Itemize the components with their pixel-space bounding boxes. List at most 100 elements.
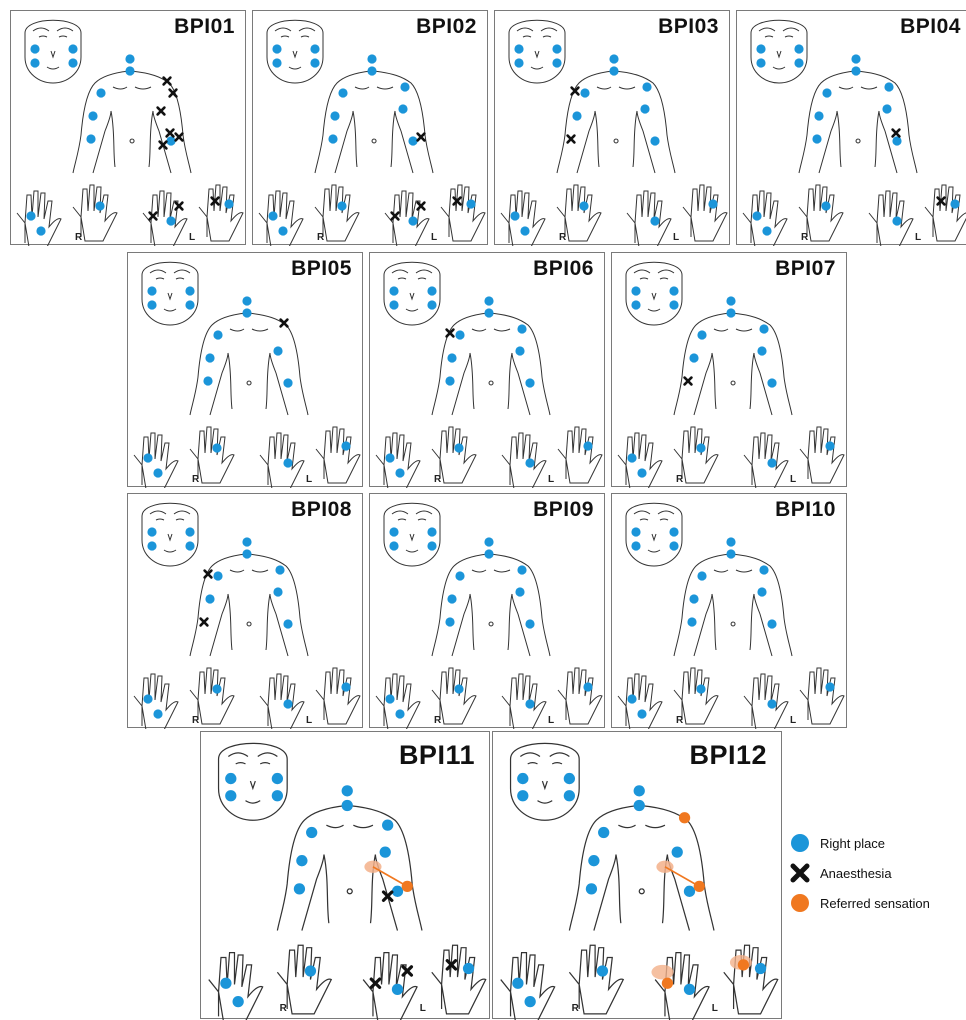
right-place-marker — [525, 619, 535, 629]
right-place-marker — [391, 885, 404, 897]
right-place-marker — [385, 694, 395, 704]
torso-outline — [276, 804, 423, 931]
right-place-marker — [398, 104, 408, 114]
right-side-label: R — [676, 474, 684, 485]
panel-title: BPI08 — [291, 498, 352, 521]
right-place-marker — [328, 134, 338, 144]
body-map — [133, 261, 361, 488]
right-side-label: R — [192, 715, 200, 726]
anaesthesia-marker — [401, 965, 414, 977]
panel-title: BPI03 — [658, 15, 719, 38]
face-mouth — [537, 780, 553, 804]
left-side-label: L — [711, 1002, 718, 1014]
face-outline — [509, 742, 580, 821]
chest-detail — [229, 569, 269, 627]
right-place-marker — [825, 682, 835, 692]
right-side-label: R — [801, 232, 809, 243]
right-place-marker — [563, 772, 576, 785]
right-place-marker — [767, 458, 777, 468]
right-place-marker — [447, 594, 457, 604]
right-place-marker — [524, 995, 536, 1008]
right-place-marker — [242, 537, 252, 547]
right-hand-outline — [72, 184, 118, 242]
right-side-label: R — [676, 715, 684, 726]
right-place-marker — [650, 216, 660, 226]
right-place-marker — [367, 54, 377, 64]
right-place-marker — [484, 549, 494, 559]
chest-detail — [229, 328, 269, 386]
right-place-marker — [726, 296, 736, 306]
right-place-marker — [341, 785, 353, 797]
right-place-marker — [757, 587, 767, 597]
face-brows — [516, 27, 558, 38]
right-place-marker — [598, 826, 610, 839]
right-place-marker — [296, 855, 308, 867]
face-outline — [508, 19, 566, 84]
left-hand-outline — [501, 432, 547, 488]
right-place-marker — [427, 300, 437, 310]
right-place-marker — [514, 44, 524, 54]
body-map — [500, 19, 728, 246]
right-place-marker — [759, 324, 769, 334]
right-place-marker — [26, 211, 36, 221]
face-outline — [383, 261, 441, 326]
right-hand-outline — [431, 667, 477, 725]
legend-item-anaesthesia: Anaesthesia — [788, 858, 930, 888]
right-place-marker — [754, 962, 767, 975]
face-outline — [625, 502, 683, 567]
panel-title: BPI02 — [416, 15, 477, 38]
left-hand-outline — [557, 426, 603, 484]
right-place-marker — [272, 44, 282, 54]
right-place-marker — [627, 694, 637, 704]
torso-outline — [431, 553, 551, 657]
anaesthesia-marker — [416, 201, 426, 211]
right-place-marker — [395, 709, 405, 719]
torso-outline — [568, 804, 715, 931]
anaesthesia-marker — [683, 376, 693, 386]
right-place-marker — [572, 111, 582, 121]
right-place-marker — [395, 468, 405, 478]
body-outline — [500, 19, 728, 246]
face-brows — [149, 269, 191, 280]
right-place-marker — [447, 353, 457, 363]
body-outline — [375, 261, 603, 488]
left-hand-outline — [501, 673, 547, 729]
left-side-label: L — [431, 232, 438, 243]
body-map — [742, 19, 966, 246]
right-place-marker — [552, 58, 562, 68]
face-outline — [266, 19, 324, 84]
left-side-label: L — [915, 232, 922, 243]
right-place-marker — [242, 308, 252, 318]
right-hand-outline — [431, 426, 477, 484]
right-hand-outline — [673, 426, 719, 484]
chest-detail — [326, 824, 374, 895]
right-place-marker — [213, 571, 223, 581]
torso-outline — [431, 312, 551, 416]
legend: Right place Anaesthesia Referred sensati… — [788, 828, 930, 918]
right-place-marker — [517, 324, 527, 334]
right-place-marker — [767, 619, 777, 629]
right-side-label: R — [192, 474, 200, 485]
right-place-marker — [696, 443, 706, 453]
panel-title: BPI12 — [689, 740, 767, 770]
face-outline — [141, 502, 199, 567]
right-place-marker — [552, 44, 562, 54]
chest-detail — [713, 569, 753, 627]
right-place-marker — [391, 983, 404, 995]
right-place-marker — [278, 226, 288, 236]
right-place-marker — [892, 136, 902, 146]
right-place-marker — [283, 699, 293, 709]
right-place-marker — [520, 226, 530, 236]
anaesthesia-marker — [174, 132, 184, 142]
right-place-marker — [756, 44, 766, 54]
right-place-marker — [310, 58, 320, 68]
right-place-marker — [752, 211, 762, 221]
panel-title: BPI11 — [398, 740, 475, 770]
legend-label: Right place — [820, 835, 886, 851]
referral-line — [372, 866, 408, 888]
right-place-marker — [759, 565, 769, 575]
referred-sensation-marker — [661, 977, 674, 989]
right-place-marker — [825, 441, 835, 451]
legend-label: Referred sensation — [820, 895, 930, 911]
